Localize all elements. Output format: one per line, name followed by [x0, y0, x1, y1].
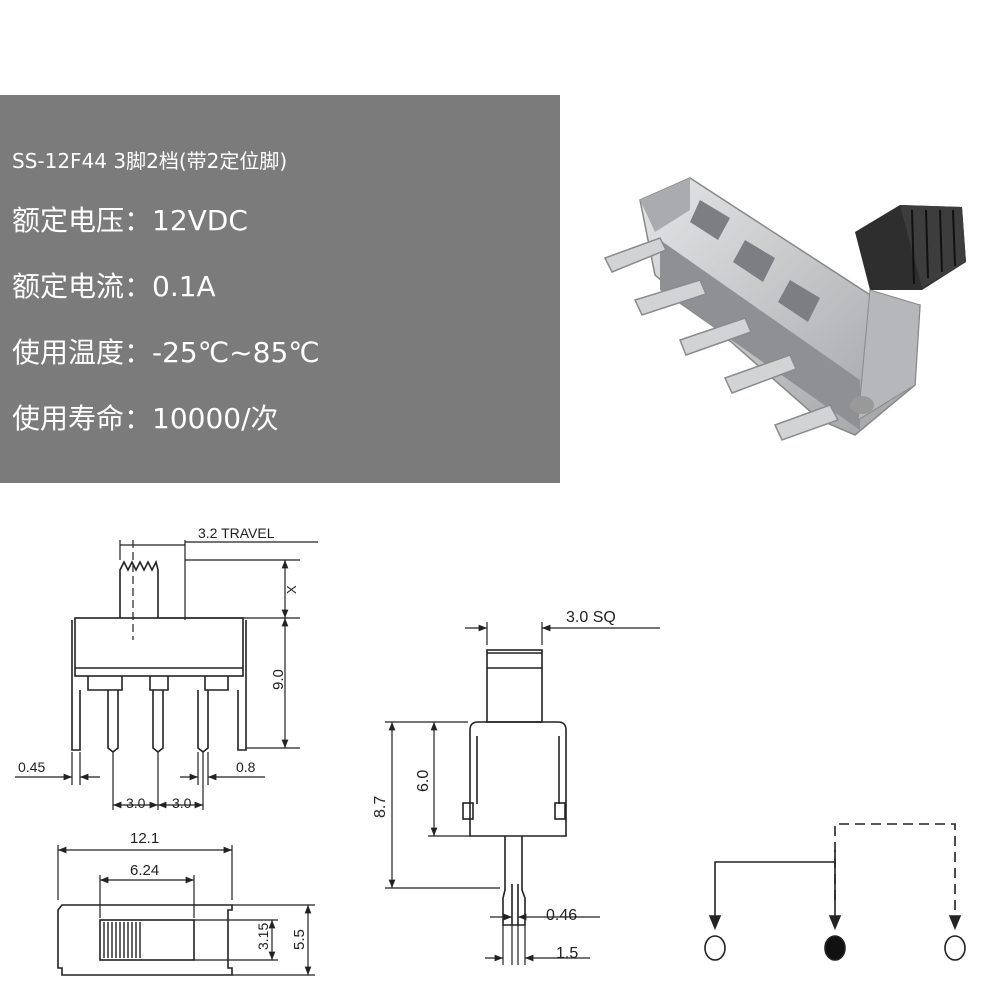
- label-height-body: 9.0: [270, 669, 287, 690]
- top-view-drawing: [57, 845, 315, 976]
- label-pitch-2: 3.0: [172, 795, 192, 811]
- spec-voltage: 额定电压：12VDC: [12, 204, 248, 237]
- spec-panel: SS-12F44 3脚2档(带2定位脚) 额定电压：12VDC 额定电流：0.1…: [0, 95, 560, 483]
- label-height-frame: 6.0: [415, 770, 432, 792]
- label-pin-thickness: 0.46: [546, 907, 577, 924]
- terminal-right: [944, 935, 966, 961]
- side-view-drawing: [385, 622, 660, 965]
- label-slot-length: 6.24: [130, 862, 159, 879]
- pins: [603, 237, 840, 441]
- label-x: X: [284, 585, 299, 594]
- metal-housing: [639, 177, 921, 436]
- label-pitch-1: 3.0: [126, 795, 146, 811]
- spec-life: 使用寿命：10000/次: [12, 402, 279, 435]
- terminal-left: [704, 935, 726, 961]
- label-total-length: 12.1: [130, 830, 159, 847]
- circuit-schematic: [704, 823, 966, 961]
- label-slot-height: 3.15: [255, 923, 271, 950]
- spec-temperature: 使用温度：-25℃~85℃: [12, 336, 320, 369]
- actuator-knob: [855, 205, 966, 290]
- terminal-common: [824, 935, 846, 961]
- label-side-pin: 0.8: [236, 759, 256, 775]
- spec-model: SS-12F44 3脚2档(带2定位脚): [12, 149, 288, 173]
- side-view-labels: 3.0 SQ 8.7 6.0 0.46 1.5: [372, 609, 616, 962]
- label-body-height: 5.5: [291, 929, 308, 950]
- spec-current: 额定电流：0.1A: [12, 270, 216, 303]
- label-pin-spacing: 1.5: [556, 945, 578, 962]
- front-view-drawing: [15, 540, 318, 810]
- front-view-labels: 3.2 TRAVEL X 9.0 0.45 3.0 3.0 0.8: [18, 525, 299, 811]
- label-travel: 3.2 TRAVEL: [198, 525, 275, 541]
- label-pin-width: 0.45: [18, 759, 45, 775]
- label-height-total: 8.7: [372, 796, 389, 818]
- switch-photo: [603, 177, 966, 441]
- top-view-labels: 12.1 6.24 3.15 5.5: [130, 830, 308, 950]
- label-actuator-square: 3.0 SQ: [566, 609, 616, 626]
